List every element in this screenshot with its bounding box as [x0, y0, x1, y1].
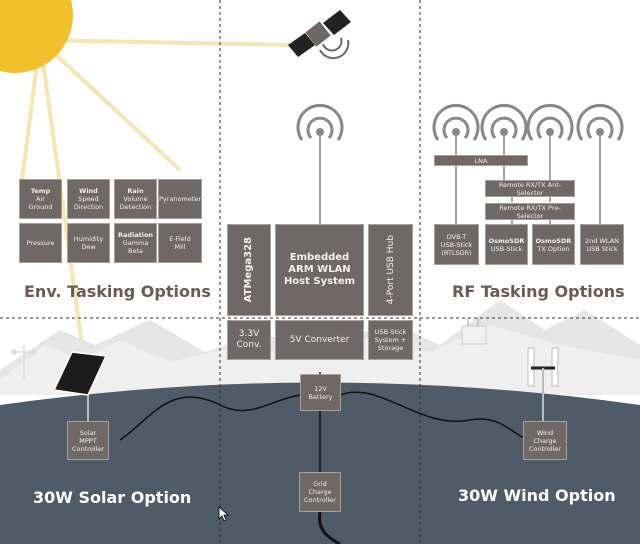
- osmosdr-tx-title: OsmoSDR: [535, 236, 572, 245]
- env-option-title: Rain: [127, 187, 144, 195]
- dvbt-line: USB-Stick: [440, 240, 473, 249]
- usb-hub-box: 4-Port USB Hub: [368, 224, 413, 316]
- env-option-line: Beta: [128, 247, 143, 255]
- env-option-pressure: Pressure: [19, 223, 62, 263]
- host-system-box: Embedded ARM WLAN Host System: [275, 224, 364, 316]
- wind-ctrl-line: Controller: [529, 444, 561, 453]
- env-option-line: E-Field: [169, 235, 191, 243]
- wlan2-box: 2nd WLAN USB Stick: [580, 224, 624, 265]
- wind-ctrl-line: Charge: [533, 436, 557, 445]
- env-option-temp: Temp Air Ground: [19, 179, 62, 219]
- env-option-line: Detection: [119, 203, 152, 211]
- power-wires: [119, 372, 526, 544]
- env-option-line: Volume: [123, 195, 148, 203]
- env-option-line: Ground: [28, 203, 53, 211]
- dvbt-box: DVB-T USB-Stick (RTLSDR): [434, 224, 479, 265]
- env-option-radiation: Radiation Gamma Beta: [114, 223, 157, 263]
- env-option-line: Direction: [73, 203, 104, 211]
- rf-antennas: [432, 103, 624, 224]
- env-heading: Env. Tasking Options: [24, 282, 211, 301]
- host-line: Embedded: [289, 252, 350, 263]
- conv33-line: 3.3V: [238, 329, 260, 339]
- ant-selector-box: Remote RX/TX Ant-Selector: [485, 180, 575, 197]
- weather-mast-icon: [11, 345, 37, 378]
- osmosdr-usb-box: OsmoSDR USB-Stick: [485, 224, 528, 265]
- wlan2-line: USB Stick: [586, 244, 618, 253]
- osmosdr-tx-box: OsmoSDR TX Option: [532, 224, 575, 265]
- satellite-icon: [288, 10, 351, 60]
- dvbt-line: DVB-T: [446, 232, 467, 241]
- mouse-cursor-icon: [218, 506, 230, 522]
- conv33-line: Conv.: [236, 340, 262, 350]
- osmosdr-title: OsmoSDR: [488, 236, 525, 245]
- atmega-label: ATMega328: [243, 237, 254, 303]
- host-line: ARM WLAN: [288, 264, 351, 275]
- env-option-line: Pyranometer: [158, 195, 202, 203]
- grid-line: Grid: [313, 480, 327, 488]
- wlan2-line: 2nd WLAN: [585, 236, 619, 245]
- rf-heading: RF Tasking Options: [452, 282, 625, 301]
- pre-selector-box: Remote RX/TX Pre-Selector: [485, 203, 575, 220]
- lna-label: LNA: [474, 156, 488, 165]
- rf-connectors: [455, 165, 551, 224]
- env-option-title: Radiation: [117, 231, 154, 239]
- env-option-line: Speed: [78, 195, 99, 203]
- grid-line: Charge: [308, 488, 332, 496]
- env-option-rain: Rain Volume Detection: [114, 179, 157, 219]
- grid-line: Controller: [304, 496, 336, 504]
- osmosdr-line: USB-Stick: [490, 244, 523, 253]
- ant-selector-label: Remote RX/TX Ant-Selector: [498, 180, 562, 197]
- battery-line: 12V: [314, 384, 327, 393]
- solar-panel-icon: [52, 351, 108, 425]
- env-option-line: Dew: [81, 243, 96, 251]
- usb-hub-label: 4-Port USB Hub: [385, 235, 396, 305]
- env-option-line: Mill: [174, 243, 186, 251]
- wind-turbine-icon: [527, 347, 559, 422]
- host-line: Host System: [283, 276, 356, 287]
- wind-ctrl-line: Wind: [536, 428, 554, 437]
- solar-controller-box: Solar MPPT Controller: [67, 421, 109, 460]
- env-option-title: Wind: [79, 187, 98, 195]
- solar-ctrl-line: Controller: [72, 444, 104, 453]
- env-option-wind: Wind Speed Direction: [67, 179, 110, 219]
- env-option-line: Pressure: [26, 239, 55, 247]
- env-option-line: Air: [36, 195, 45, 203]
- env-option-line: Gamma: [122, 239, 149, 247]
- osmosdr-tx-line: TX Option: [537, 244, 570, 253]
- sun-icon: [0, 0, 73, 73]
- env-option-efield: E-Field Mill: [158, 223, 202, 263]
- lna-box: LNA: [434, 155, 528, 166]
- battery-line: Battery: [308, 392, 333, 401]
- wind-controller-box: Wind Charge Controller: [523, 421, 567, 460]
- solar-ctrl-line: MPPT: [79, 436, 97, 445]
- solar-heading: 30W Solar Option: [33, 488, 192, 507]
- wind-heading: 30W Wind Option: [458, 486, 616, 505]
- conv5-label: 5V Converter: [289, 334, 350, 345]
- dvbt-line: (RTLSDR): [441, 248, 472, 257]
- solar-ctrl-line: Solar: [79, 428, 97, 437]
- env-option-humidity: Humidity Dew: [67, 223, 110, 263]
- usb-storage-line: USB-Stick: [374, 328, 407, 336]
- usb-storage-box: USB-Stick System + Storage: [368, 320, 413, 360]
- conv5-box: 5V Converter: [275, 320, 364, 360]
- usb-storage-line: Storage: [377, 344, 404, 352]
- radome-icon: [461, 318, 487, 345]
- env-option-title: Temp: [30, 187, 51, 195]
- env-option-line: Humidity: [73, 235, 104, 243]
- env-option-pyranometer: Pyranometer: [158, 179, 202, 219]
- conv33-box: 3.3V Conv.: [227, 320, 271, 360]
- pre-selector-label: Remote RX/TX Pre-Selector: [499, 203, 561, 220]
- usb-storage-line: System +: [374, 336, 407, 344]
- atmega-box: ATMega328: [227, 224, 271, 316]
- grid-controller-box: Grid Charge Controller: [299, 472, 341, 512]
- main-antenna-icon: [296, 103, 344, 225]
- battery-box: 12V Battery: [300, 374, 341, 411]
